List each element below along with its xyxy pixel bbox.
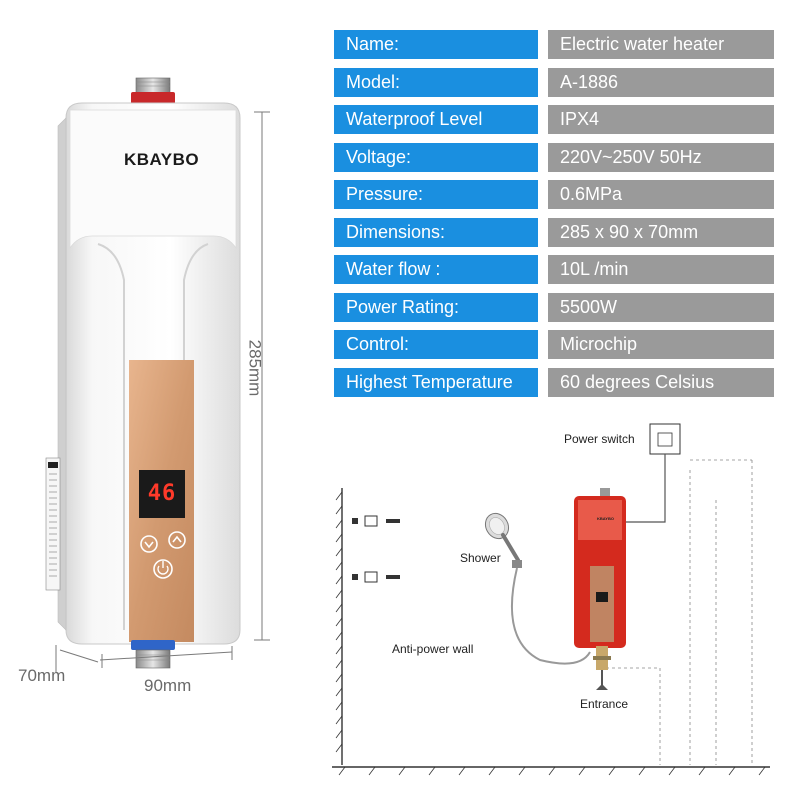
spec-table: Name: Electric water heater Model: A-188… [334, 30, 774, 405]
spec-label: Highest Temperature [334, 367, 538, 397]
dimension-lines [55, 111, 270, 672]
spec-label: Name: [334, 30, 538, 59]
spec-value: 285 x 90 x 70mm [548, 217, 774, 247]
spec-label: Pressure: [334, 180, 538, 209]
chevron-down-icon [144, 541, 154, 549]
spec-value: A-1886 [548, 67, 774, 97]
panel-buttons [140, 531, 186, 579]
spec-label: Waterproof Level [334, 105, 538, 134]
spec-value: 5500W [548, 292, 774, 322]
temp-down-icon[interactable] [140, 535, 158, 553]
spec-label: Voltage: [334, 142, 538, 172]
diagram-brand-logo: KBAYBO [597, 516, 614, 521]
dimension-depth-label: 70mm [18, 666, 66, 685]
spec-value: 220V~250V 50Hz [548, 142, 774, 172]
spec-value: IPX4 [548, 105, 774, 134]
cold-water-pipe [131, 640, 175, 669]
installation-diagram [332, 423, 770, 776]
power-button-icon[interactable] [153, 559, 173, 579]
wall-anchors [352, 515, 400, 583]
spec-value: 10L /min [548, 255, 774, 284]
power-switch-icon [649, 423, 681, 455]
entrance-label: Entrance [580, 697, 629, 711]
anti-power-wall-label: Anti-power wall [392, 642, 474, 656]
spec-row-power: Power Rating: 5500W [334, 292, 774, 322]
power-switch-label: Power switch [564, 432, 635, 446]
spec-label: Dimensions: [334, 217, 538, 247]
brand-logo: KBAYBO [124, 150, 200, 169]
spec-row-waterproof: Waterproof Level IPX4 [334, 105, 774, 134]
temp-up-icon[interactable] [168, 531, 186, 549]
spec-row-dimensions: Dimensions: 285 x 90 x 70mm [334, 217, 774, 247]
spec-row-name: Name: Electric water heater [334, 30, 774, 59]
temperature-display: 46 [147, 481, 177, 506]
red-heater-icon [574, 488, 626, 690]
spec-label: Control: [334, 330, 538, 359]
spec-value: Electric water heater [548, 30, 774, 59]
shower-label: Shower [460, 551, 501, 565]
spec-row-pressure: Pressure: 0.6MPa [334, 180, 774, 209]
dimension-height-label: 285mm [245, 339, 265, 397]
spec-row-voltage: Voltage: 220V~250V 50Hz [334, 142, 774, 172]
spec-value: 60 degrees Celsius [548, 367, 774, 397]
spec-row-temperature: Highest Temperature 60 degrees Celsius [334, 367, 774, 397]
shower-hose [510, 567, 591, 665]
spec-label: Model: [334, 67, 538, 97]
spec-label: Water flow : [334, 255, 538, 284]
hot-water-pipe [131, 77, 175, 104]
spec-row-control: Control: Microchip [334, 330, 774, 359]
shower-head-icon [484, 512, 522, 568]
spec-row-water-flow: Water flow : 10L /min [334, 255, 774, 284]
spec-label: Power Rating: [334, 292, 538, 322]
dimension-width-label: 90mm [144, 676, 192, 695]
control-panel [129, 360, 194, 642]
spec-value: 0.6MPa [548, 180, 774, 209]
chevron-up-icon [172, 535, 182, 543]
spec-value: Microchip [548, 330, 774, 359]
spec-row-model: Model: A-1886 [334, 67, 774, 97]
